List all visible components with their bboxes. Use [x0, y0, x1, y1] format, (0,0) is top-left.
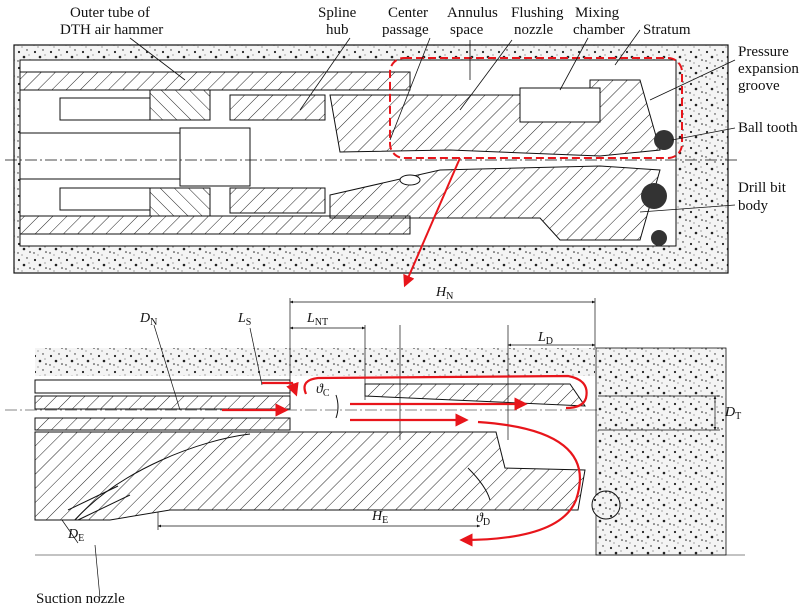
spline-hub-bottom	[149, 187, 211, 217]
inner-sleeve-top	[59, 97, 151, 121]
label-outer-tube-2: DTH air hammer	[60, 22, 163, 38]
label-ball-tooth: Ball tooth	[738, 120, 798, 136]
flow-arrow-annulus-loop	[303, 374, 588, 410]
hub-block-bottom	[229, 187, 326, 214]
ball-tooth-2	[641, 183, 667, 209]
dim-theta-C: ϑC	[316, 382, 330, 399]
dim-DN: DN	[139, 311, 157, 328]
label-drill-bit-2: body	[738, 198, 769, 214]
label-spline-2: hub	[326, 22, 349, 38]
label-flushing-1: Flushing	[511, 5, 564, 21]
label-mixing-2: chamber	[573, 22, 625, 38]
dim-HE: HE	[371, 509, 388, 526]
detail-highlight-box	[389, 57, 683, 159]
label-annulus-1: Annulus	[447, 5, 498, 21]
leader-lines-top	[129, 29, 736, 213]
label-spline-1: Spline	[318, 5, 357, 21]
top-assembly-drawing: Outer tube of DTH air hammer Spline hub …	[5, 5, 799, 288]
detail-pointer-arrow	[403, 157, 461, 288]
suction-nozzle-wall-1	[67, 485, 119, 511]
label-pressure-3: groove	[738, 78, 780, 94]
outer-tube-top	[19, 71, 411, 91]
dim-LNT: LNT	[306, 311, 328, 328]
suction-nozzle-wall-2	[77, 494, 131, 521]
label-center-2: passage	[382, 22, 429, 38]
spline-hub-top	[149, 89, 211, 121]
label-suction-nozzle: Suction nozzle	[36, 591, 125, 607]
suction-nozzle-curve	[74, 433, 251, 521]
outer-wall-upper	[34, 379, 291, 394]
flow-arrows	[222, 374, 588, 547]
hub-block-top	[229, 94, 326, 121]
flow-arrow-annulus-entry	[262, 381, 299, 397]
nozzle-hole	[399, 174, 421, 186]
dim-DE: DE	[67, 527, 84, 544]
outer-tube-bottom	[19, 215, 411, 235]
ball-tooth-3	[651, 230, 667, 246]
stratum-band-top	[35, 348, 595, 376]
dim-DT: DT	[724, 405, 741, 422]
inner-sleeve-bottom	[59, 187, 151, 211]
ball-tooth-1	[654, 130, 674, 150]
theta-c-arc	[335, 394, 339, 419]
label-annulus-2: space	[450, 22, 484, 38]
label-stratum: Stratum	[643, 22, 691, 38]
dim-theta-D: ϑD	[476, 511, 490, 528]
center-coupling	[179, 127, 251, 187]
theta-d-arc	[467, 467, 491, 501]
label-pressure-1: Pressure	[738, 44, 789, 60]
label-center-1: Center	[388, 5, 428, 21]
flow-arrow-return	[459, 420, 581, 547]
nozzle-wall-upper	[34, 395, 291, 410]
label-drill-bit-1: Drill bit	[738, 180, 787, 196]
dim-LD: LD	[537, 330, 553, 347]
ball-tooth-detail	[591, 490, 621, 520]
flushing-nozzle-wall	[364, 383, 586, 407]
stratum-right-block	[595, 347, 727, 556]
label-mixing-1: Mixing	[575, 5, 620, 21]
mixing-chamber-block	[519, 87, 601, 123]
nozzle-wall-lower	[34, 417, 291, 431]
dim-LS: LS	[237, 311, 251, 328]
label-outer-tube-1: Outer tube of	[70, 5, 150, 21]
label-pressure-2: expansion	[738, 61, 799, 77]
bit-body-lower-detail	[34, 431, 586, 521]
label-flushing-2: nozzle	[514, 22, 553, 38]
dim-HN: HN	[435, 285, 453, 302]
bottom-detail-drawing: HN DN LS LNT LD DT HE DE ϑC ϑD Suction n…	[5, 285, 745, 607]
